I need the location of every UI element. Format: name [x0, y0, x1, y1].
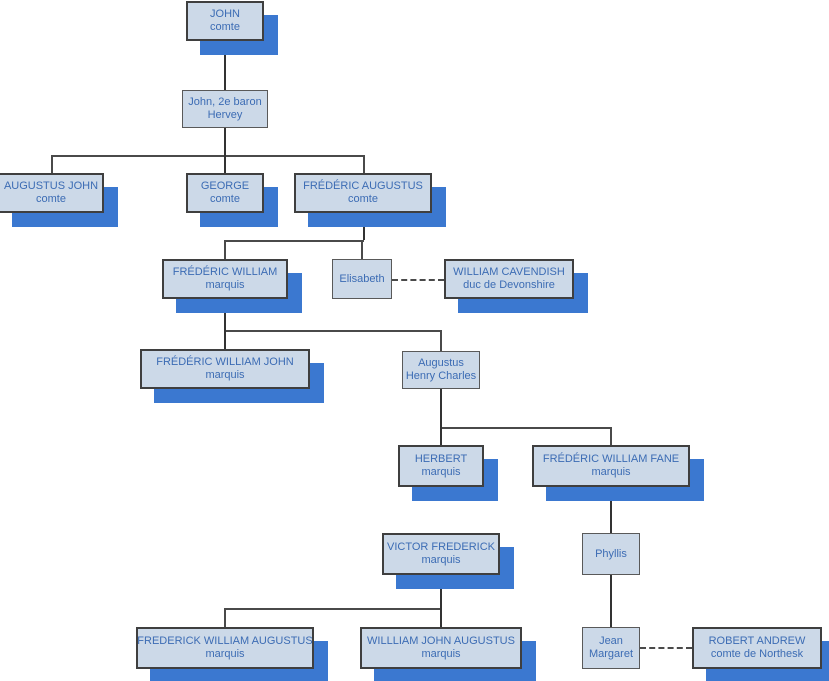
node-name-fredaug: FRÉDÉRIC AUGUSTUS	[303, 180, 423, 193]
node-name-cavendish: WILLIAM CAVENDISH	[453, 266, 565, 279]
edge-fredwill-stem	[224, 299, 226, 330]
node-title-fwj: marquis	[205, 369, 245, 381]
node-title-fwa: marquis	[205, 648, 245, 660]
edge-elisabeth-cavendish-marriage	[392, 279, 444, 281]
node-name-fwj: FRÉDÉRIC WILLIAM JOHN	[156, 356, 294, 369]
node-name-herbert: HERBERT	[414, 453, 468, 466]
node-name-jeanmarg: Jean	[599, 635, 623, 648]
edge-bus-to-herbert	[440, 427, 442, 445]
edge-fredwill-bus	[224, 330, 442, 332]
node-name-fwa: FREDERICK WILLIAM AUGUSTUS	[137, 635, 313, 648]
edge-bus-to-george	[224, 155, 226, 173]
node-name-victorfred: VICTOR FREDERICK	[387, 541, 495, 554]
edge-phyllis-to-jeanmarg	[610, 575, 612, 627]
node-title-jeanmarg: Margaret	[588, 648, 634, 660]
node-title-augustushc: Henry Charles	[405, 370, 477, 382]
node-name-fredwill: FRÉDÉRIC WILLIAM	[172, 266, 278, 279]
node-title-cavendish: duc de Devonshire	[463, 279, 555, 291]
node-name-northesk: ROBERT ANDREW	[708, 635, 806, 648]
node-title-northesk: comte de Northesk	[710, 648, 804, 660]
edge-bus-to-fredwill	[224, 240, 226, 259]
edge-bus-to-augustushc	[440, 330, 442, 351]
edge-bus-to-elisabeth	[361, 240, 363, 259]
node-title-herbert: marquis	[421, 466, 461, 478]
edge-john2-stem	[224, 128, 226, 155]
edge-bus-to-fwa	[224, 608, 226, 627]
node-elisabeth[interactable]: Elisabeth	[332, 259, 392, 299]
node-name-john2: John, 2e baron	[188, 96, 262, 109]
node-name-phyllis: Phyllis	[595, 547, 627, 560]
node-title-george: comte	[210, 193, 240, 205]
edge-bus-to-fwfane	[610, 427, 612, 445]
edge-fredaug-bus	[224, 240, 364, 242]
edge-victorfred-bus	[224, 608, 442, 610]
edge-fwfane-to-phyllis	[610, 487, 612, 533]
node-title-fredaug: comte	[348, 193, 378, 205]
node-title-john: comte	[210, 21, 240, 33]
edge-augustushc-bus	[440, 427, 612, 429]
node-title-john2: Hervey	[207, 109, 243, 121]
node-phyllis[interactable]: Phyllis	[582, 533, 640, 575]
edge-bus-to-fredaug	[363, 155, 365, 173]
node-title-victorfred: marquis	[421, 554, 461, 566]
node-name-augustusjohn: AUGUSTUS JOHN	[3, 180, 99, 193]
node-name-augustushc: Augustus	[418, 357, 464, 370]
edge-bus-to-wja	[440, 608, 442, 627]
edge-victorfred-stem	[440, 575, 442, 608]
edge-bus-to-fwj	[224, 330, 226, 349]
node-name-elisabeth: Elisabeth	[339, 272, 385, 285]
node-title-wja: marquis	[421, 648, 461, 660]
edge-john-to-john2	[224, 41, 226, 90]
node-name-john: JOHN	[210, 8, 240, 21]
edge-augustushc-stem	[440, 389, 442, 427]
node-name-george: GEORGE	[200, 180, 250, 193]
node-name-fwfane: FRÉDÉRIC WILLIAM FANE	[542, 453, 680, 466]
node-title-fredwill: marquis	[205, 279, 245, 291]
node-title-fwfane: marquis	[591, 466, 631, 478]
edge-john2-bus	[51, 155, 364, 157]
edge-bus-to-augustusjohn	[51, 155, 53, 173]
edge-jeanmarg-northesk-marriage	[640, 647, 692, 649]
node-name-wja: WILLLIAM JOHN AUGUSTUS	[367, 635, 515, 648]
node-title-augustusjohn: comte	[36, 193, 66, 205]
